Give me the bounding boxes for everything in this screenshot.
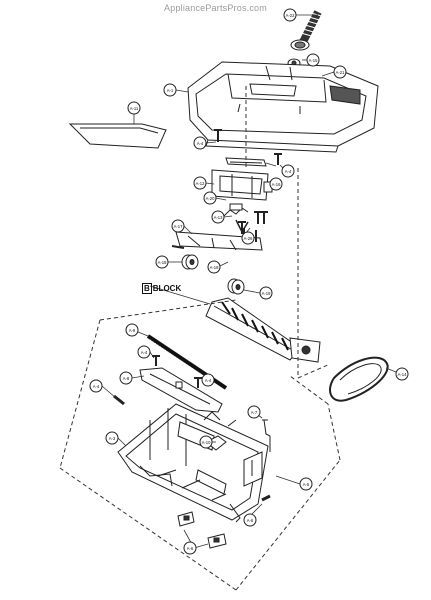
callout: A-16	[269, 177, 283, 191]
callout-text: A-5	[303, 482, 310, 487]
callout-text: A-4	[285, 169, 292, 174]
callout-text: A-10	[202, 440, 212, 445]
callout: A-15	[306, 53, 320, 67]
latch-spring-part	[262, 419, 271, 452]
callout-text: A-13	[214, 215, 224, 220]
callout-text: A-11	[130, 106, 139, 111]
callout-text: A-20	[206, 196, 216, 201]
callout: A-13	[211, 210, 225, 224]
screw-part	[238, 211, 268, 234]
callout: A-18	[155, 255, 169, 269]
callout-text: A-14	[398, 372, 408, 377]
callout: A-4	[201, 373, 215, 387]
screw-part	[274, 153, 282, 165]
callout: A-9	[125, 323, 139, 337]
callout-text: A-4	[205, 378, 212, 383]
callout: A-11	[127, 101, 141, 115]
callout-text: A-26	[244, 236, 254, 241]
callout: A-6	[183, 541, 197, 555]
callout-text: A-3	[109, 436, 116, 441]
callout: A-4	[193, 136, 207, 150]
hose-neck-part	[290, 10, 326, 51]
callout-text: A-1	[167, 88, 174, 93]
callout-text: A-17	[174, 224, 184, 229]
callout: A-26	[241, 231, 255, 245]
callout: A-1	[163, 83, 177, 97]
leader-lines	[101, 14, 397, 549]
callout: A-5	[299, 477, 313, 491]
callout-text: A-15	[309, 58, 319, 63]
callout: A-22	[283, 8, 297, 22]
callout: A-4	[281, 164, 295, 178]
callout: A-10	[199, 435, 213, 449]
callout-text: A-16	[272, 182, 282, 187]
callout: A-20	[203, 191, 217, 205]
wheel-part	[227, 278, 245, 295]
callout-text: A-18	[210, 265, 220, 270]
callout: A-4	[137, 345, 151, 359]
callout: A-19	[259, 286, 273, 300]
screw-part	[261, 494, 271, 502]
bottom-plate-part	[139, 367, 223, 413]
base-housing-part	[117, 403, 269, 523]
callout-text: A-9	[129, 328, 136, 333]
callout: A-21	[333, 65, 347, 79]
spring-part	[223, 203, 249, 217]
callout-text: A-8	[123, 376, 130, 381]
pedal-plate-part	[225, 157, 267, 167]
callout-text: A-21	[336, 70, 346, 75]
upper-hood-part	[187, 61, 379, 153]
drive-belt-part	[329, 356, 389, 402]
block-word: BLOCK	[152, 284, 182, 293]
callout-text: A-6	[187, 546, 194, 551]
callout: A-8	[119, 371, 133, 385]
brushroll-part	[205, 297, 321, 363]
bumper-strip-part	[68, 123, 167, 149]
callout-text: A-22	[286, 13, 296, 18]
axle-bar-part	[171, 228, 263, 251]
sub-assembly-outline	[59, 86, 341, 591]
callout: A-4	[89, 379, 103, 393]
callout: A-17	[171, 219, 185, 233]
callout-text: A-4	[141, 350, 148, 355]
latch-clip-part	[177, 511, 195, 527]
height-bracket-part	[211, 169, 273, 201]
callout: A-7	[247, 405, 261, 419]
callout-text: A-12	[196, 181, 206, 186]
callout-text: A-4	[197, 141, 204, 146]
watermark: AppliancePartsPros.com	[164, 3, 267, 13]
callout: A-18	[207, 260, 221, 274]
block-letter: B	[142, 283, 152, 294]
latch-clip-part	[207, 533, 227, 549]
callout-labels: A-22 A-15 A-21 A-1 A-11 A-4 A-4 A-16 A-1…	[89, 8, 409, 555]
callout-text: A-6	[247, 518, 254, 523]
callout: A-12	[193, 176, 207, 190]
callout: A-6	[243, 513, 257, 527]
callout-text: A-4	[93, 384, 100, 389]
wheel-part	[181, 254, 199, 270]
callout: A-14	[395, 367, 409, 381]
screw-part	[214, 129, 222, 142]
callout-text: A-7	[251, 410, 258, 415]
callout-text: A-19	[262, 291, 272, 296]
screw-part	[152, 355, 160, 366]
callout: A-3	[105, 431, 119, 445]
callout-text: A-18	[158, 260, 168, 265]
